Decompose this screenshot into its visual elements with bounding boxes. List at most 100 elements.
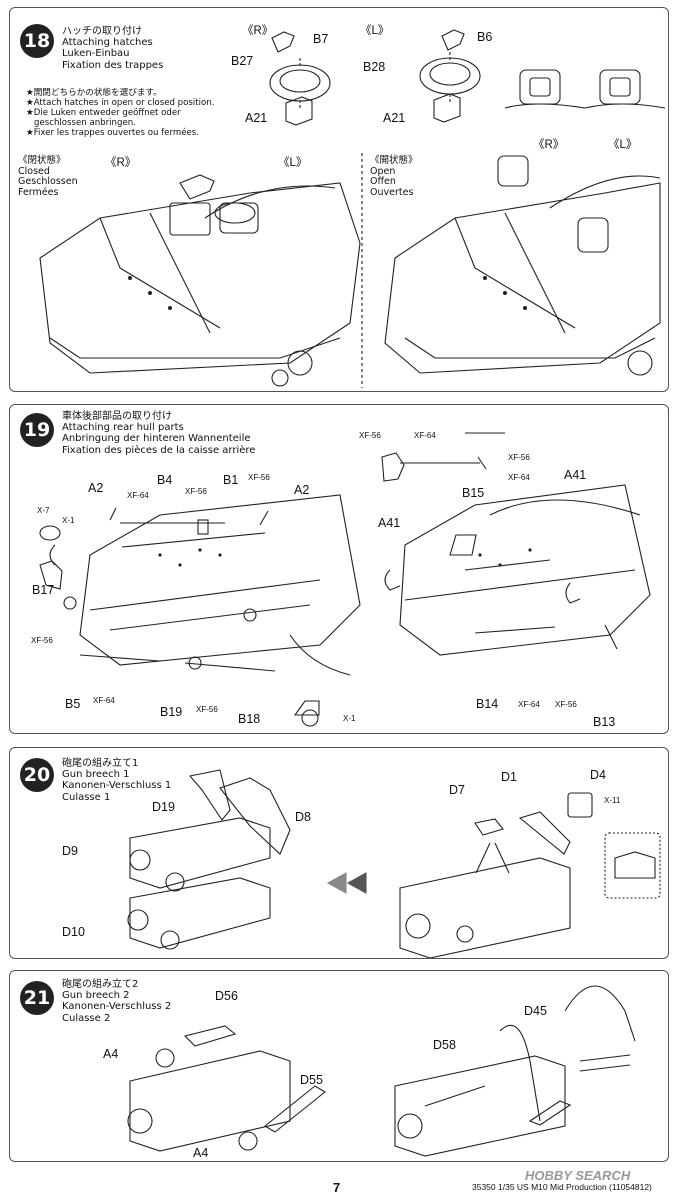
part-d7: D7 [449,783,465,797]
paint-x11: X-11 [604,796,621,805]
part-b7: B7 [313,32,329,46]
step-18-titles: ハッチの取り付け Attaching hatches Luken-Einbau … [62,26,163,71]
step-18-illustration [39,29,666,388]
part-b1: B1 [223,473,239,487]
step-number-21: 21 [20,981,54,1015]
part-a4-top: A4 [103,1047,119,1061]
title-de: Kanonen-Verschluss 1 [62,780,172,792]
paint-xf56-d: XF-56 [196,705,218,714]
title-fr: Fixation des trappes [62,59,164,71]
part-a41-top: A41 [564,468,587,482]
product-code: 35350 [472,1182,496,1192]
part-d8: D8 [295,810,311,824]
closed-de: Geschlossen [18,176,78,188]
paint-xf64-e: XF-64 [518,700,540,709]
part-a21-left: A21 [383,111,406,125]
step-number-20: 20 [20,758,54,792]
note-de-1: ★Die Luken entweder geöffnet oder [26,108,181,118]
step-20-titles: 砲尾の組み立て1 Gun breech 1 Kanonen-Verschluss… [62,758,171,803]
step-number-19: 19 [20,413,54,447]
part-a2-left: A2 [88,481,104,495]
part-d1: D1 [501,770,517,784]
part-d4: D4 [590,768,606,782]
step-number-18: 18 [20,24,54,58]
open-fr: Ouvertes [370,186,414,198]
right-mark: 《R》 [242,25,274,37]
part-d10: D10 [62,925,85,939]
page-number: 7 [333,1180,341,1195]
part-a21-right: A21 [245,111,268,125]
title-jp: 砲尾の組み立て1 [62,758,139,769]
part-a2-right: A2 [294,483,310,497]
note-jp: ★開閉どちらかの状態を選びます。 [26,88,162,98]
part-d55: D55 [300,1073,323,1087]
title-jp: ハッチの取り付け [62,26,142,37]
part-b15: B15 [462,486,485,500]
part-b13: B13 [593,715,616,729]
part-b28: B28 [363,60,386,74]
title-fr: Fixation des pièces de la caisse arrière [62,444,256,456]
paint-x1-b: X-1 [343,714,356,723]
closed-caption: 《閉状態》 Closed Geschlossen Fermées [18,155,78,198]
product-title: 1/35 US M10 Mid Production (11054812) [498,1182,652,1192]
step-19-panel: 19 車体後部部品の取り付け Attaching rear hull parts… [9,404,669,734]
title-en: Gun breech 1 [62,769,130,781]
closed-jp: 《閉状態》 [18,155,66,166]
paint-xf56-c: XF-56 [31,636,53,645]
paint-xf56-g: XF-56 [555,700,577,709]
part-b19: B19 [160,705,183,719]
note-de-2: geschlossen anbringen. [34,118,136,128]
open-de: Offen [370,176,396,188]
step-20-panel: 20 砲尾の組み立て1 Gun breech 1 Kanonen-Verschl… [9,747,669,959]
part-a4-bottom: A4 [193,1146,209,1160]
part-b5: B5 [65,697,81,711]
step-18-panel: 18 ハッチの取り付け Attaching hatches Luken-Einb… [9,7,669,392]
note-fr: ★Fixer les trappes ouvertes ou fermées. [26,128,200,138]
title-de: Anbringung der hinteren Wannenteile [62,433,251,445]
part-d9: D9 [62,844,78,858]
watermark-logo: HOBBY SEARCH [525,1168,631,1183]
step-21-panel: 21 砲尾の組み立て2 Gun breech 2 Kanonen-Verschl… [9,970,669,1162]
paint-x7: X-7 [37,506,50,515]
open-right-mark: 《R》 [533,139,565,151]
title-jp: 砲尾の組み立て2 [62,979,139,990]
paint-xf56-e: XF-56 [359,431,381,440]
step-19-illustration [39,432,651,727]
title-de: Kanonen-Verschluss 2 [62,1001,172,1013]
title-en: Attaching rear hull parts [62,422,184,434]
part-b27: B27 [231,54,254,68]
part-b17: B17 [32,583,55,597]
title-jp: 車体後部部品の取り付け [62,411,172,422]
part-d56: D56 [215,989,238,1003]
part-b6: B6 [477,30,493,44]
part-d58: D58 [433,1038,456,1052]
paint-xf56-b: XF-56 [248,473,270,482]
open-jp: 《開状態》 [370,155,418,166]
note-en: ★Attach hatches in open or closed positi… [26,98,215,108]
step-21-titles: 砲尾の組み立て2 Gun breech 2 Kanonen-Verschluss… [62,979,171,1024]
title-en: Attaching hatches [62,37,153,49]
step-19-titles: 車体後部部品の取り付け Attaching rear hull parts An… [62,411,255,456]
title-fr: Culasse 1 [62,791,111,803]
paint-xf64-c: XF-64 [414,431,436,440]
step-21-illustration [127,985,636,1157]
paint-xf64-a: XF-64 [127,491,149,500]
paint-xf64-b: XF-64 [93,696,115,705]
footer-product: 35350 1/35 US M10 Mid Production (110548… [472,1182,652,1192]
part-b4: B4 [157,473,173,487]
paint-xf56-f: XF-56 [508,453,530,462]
step-20-illustration [127,769,661,958]
paint-xf64-d: XF-64 [508,473,530,482]
step-18-notes: ★開閉どちらかの状態を選びます。 ★Attach hatches in open… [26,88,214,138]
paint-x1-a: X-1 [62,516,75,525]
part-a41-left: A41 [378,516,401,530]
paint-xf56-a: XF-56 [185,487,207,496]
part-d45: D45 [524,1004,547,1018]
closed-en: Closed [18,165,50,177]
part-d19: D19 [152,800,175,814]
open-caption: 《開状態》 Open Offen Ouvertes [370,155,418,198]
closed-left-mark: 《L》 [278,157,308,169]
closed-right-mark: 《R》 [105,157,137,169]
title-en: Gun breech 2 [62,990,130,1002]
title-fr: Culasse 2 [62,1012,111,1024]
